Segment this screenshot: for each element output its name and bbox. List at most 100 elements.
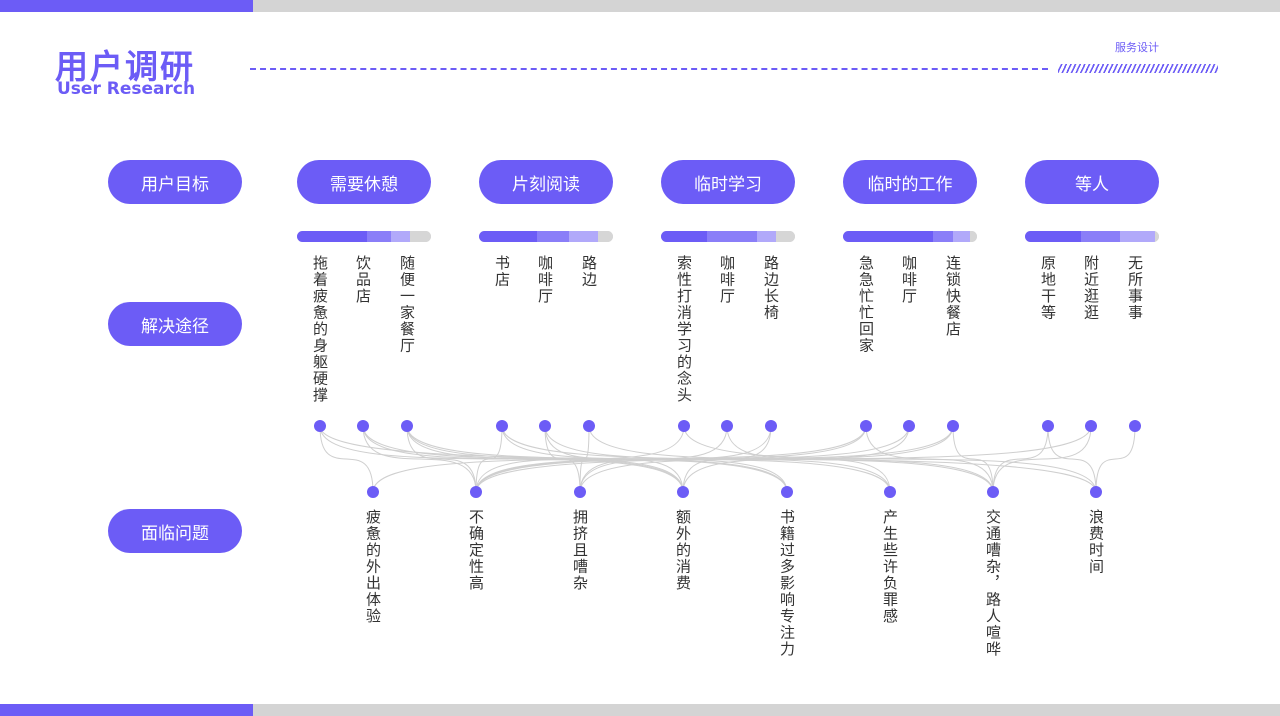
solution-label: 咖啡厅 <box>900 255 918 305</box>
problem-label: 交通嘈杂，路人喧哗 <box>984 509 1002 658</box>
progress-segment <box>568 231 599 242</box>
link-line <box>952 425 994 493</box>
solution-label: 咖啡厅 <box>718 255 736 305</box>
solution-dot <box>357 420 369 432</box>
goal-pill: 片刻阅读 <box>479 160 613 204</box>
solution-label: 饮品店 <box>354 255 372 305</box>
solution-dot <box>539 420 551 432</box>
progress-segment <box>970 231 977 242</box>
solution-dot <box>496 420 508 432</box>
progress-segment <box>366 231 391 242</box>
progress-segment <box>1025 231 1082 242</box>
solution-label: 拖着疲惫的身躯硬撑 <box>311 255 329 404</box>
solution-label: 路边 <box>580 255 598 288</box>
link-line <box>992 425 1049 493</box>
solution-label: 随便一家餐厅 <box>398 255 416 354</box>
link-line <box>475 425 1092 493</box>
problem-dot <box>574 486 586 498</box>
service-label: 服务设计 <box>1115 41 1159 54</box>
progress-segment <box>390 231 410 242</box>
link-line <box>319 425 374 493</box>
solution-dot <box>1042 420 1054 432</box>
link-line <box>475 425 503 493</box>
goal-progress-bar <box>843 231 977 242</box>
progress-segment <box>952 231 971 242</box>
progress-segment <box>757 231 777 242</box>
header-dashed-line <box>250 68 1048 70</box>
solution-label: 急急忙忙回家 <box>857 255 875 354</box>
solution-label: 索性打消学习的念头 <box>675 255 693 404</box>
goal-pill: 临时的工作 <box>843 160 977 204</box>
problem-label: 不确定性高 <box>467 509 485 592</box>
solution-dot <box>314 420 326 432</box>
progress-segment <box>297 231 367 242</box>
progress-segment <box>409 231 431 242</box>
solution-dot <box>721 420 733 432</box>
problem-label: 额外的消费 <box>674 509 692 592</box>
solution-dot <box>947 420 959 432</box>
goal-progress-bar <box>479 231 613 242</box>
solution-label: 路边长椅 <box>762 255 780 321</box>
progress-segment <box>661 231 707 242</box>
link-line <box>683 425 1097 493</box>
progress-segment <box>1081 231 1121 242</box>
bottom-bar-accent <box>0 704 253 716</box>
problem-dot <box>470 486 482 498</box>
link-line <box>1095 425 1136 493</box>
goal-progress-bar <box>661 231 795 242</box>
progress-segment <box>843 231 933 242</box>
problem-label: 书籍过多影响专注力 <box>778 509 796 658</box>
goal-progress-bar <box>1025 231 1159 242</box>
row-label-solution: 解决途径 <box>108 302 242 346</box>
solution-label: 原地干等 <box>1039 255 1057 321</box>
top-bar-track <box>253 0 1280 12</box>
solution-label: 无所事事 <box>1126 255 1144 321</box>
goal-pill: 临时学习 <box>661 160 795 204</box>
link-line <box>1047 425 1097 493</box>
problem-label: 拥挤且嘈杂 <box>571 509 589 592</box>
link-line <box>372 425 867 493</box>
link-line <box>406 425 684 493</box>
progress-segment <box>932 231 953 242</box>
solution-label: 附近逛逛 <box>1082 255 1100 321</box>
solution-dot <box>903 420 915 432</box>
problem-dot <box>781 486 793 498</box>
solution-dot <box>1129 420 1141 432</box>
progress-segment <box>536 231 569 242</box>
solution-dot <box>860 420 872 432</box>
solution-label: 书店 <box>493 255 511 288</box>
row-label-goal: 用户目标 <box>108 160 242 204</box>
problem-dot <box>677 486 689 498</box>
bottom-bar-track <box>253 704 1280 716</box>
link-line <box>992 425 1092 493</box>
progress-segment <box>479 231 537 242</box>
problem-dot <box>367 486 379 498</box>
progress-segment <box>1154 231 1159 242</box>
solution-label: 咖啡厅 <box>536 255 554 305</box>
goal-pill: 等人 <box>1025 160 1159 204</box>
page-subtitle: User Research <box>57 79 196 99</box>
top-bar <box>0 0 1280 12</box>
problem-label: 疲惫的外出体验 <box>364 509 382 625</box>
solution-dot <box>1085 420 1097 432</box>
bottom-bar <box>0 704 1280 716</box>
progress-segment <box>706 231 758 242</box>
link-line <box>406 425 477 493</box>
problem-dot <box>1090 486 1102 498</box>
solution-dot <box>765 420 777 432</box>
goal-progress-bar <box>297 231 431 242</box>
solution-dot <box>583 420 595 432</box>
top-bar-accent <box>0 0 253 12</box>
link-line <box>362 425 477 493</box>
problem-label: 产生些许负罪感 <box>881 509 899 625</box>
solution-label: 连锁快餐店 <box>944 255 962 338</box>
row-label-problem: 面临问题 <box>108 509 242 553</box>
progress-segment <box>776 231 795 242</box>
problem-label: 浪费时间 <box>1087 509 1105 575</box>
goal-pill: 需要休憩 <box>297 160 431 204</box>
solution-dot <box>678 420 690 432</box>
link-line <box>865 425 994 493</box>
page-title: 用户调研 <box>55 47 195 86</box>
progress-segment <box>1120 231 1155 242</box>
